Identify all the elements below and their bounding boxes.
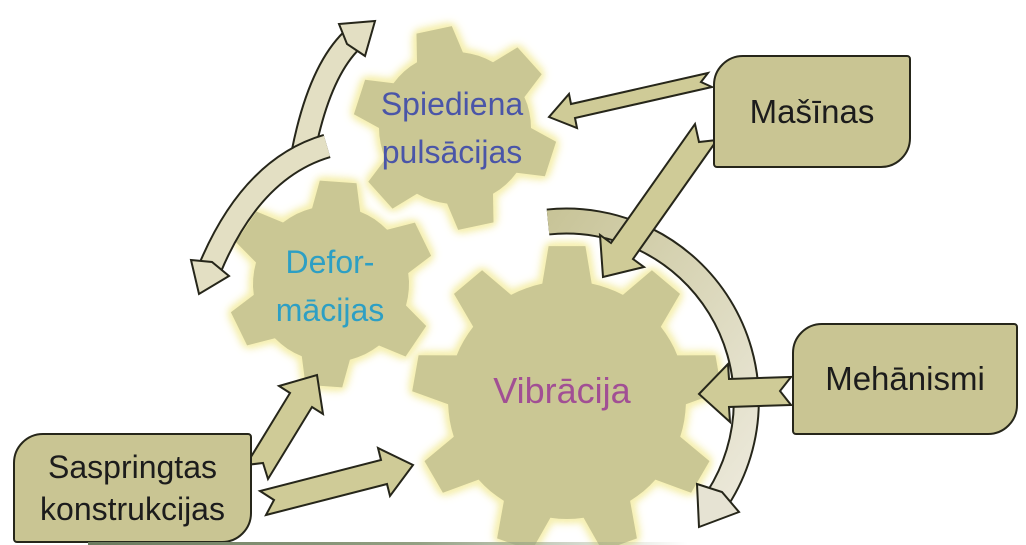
rotation-arrow-vibration bbox=[548, 221, 746, 529]
box-mechanisms-label: Mehānismi bbox=[825, 360, 985, 398]
footer-accent-line bbox=[88, 542, 688, 545]
gear-pressure-label: Spiediena pulsācijas bbox=[337, 80, 567, 176]
gear-pressure-pulsations bbox=[353, 26, 557, 230]
rotation-arrow-down bbox=[189, 146, 327, 296]
arrow-machines-to-vibration bbox=[598, 121, 720, 279]
box-structures-label-line2: konstrukcijas bbox=[40, 491, 225, 527]
gear-pressure-label-line1: Spiediena bbox=[380, 86, 524, 122]
box-machines: Mašīnas bbox=[713, 55, 911, 168]
rotation-arrow-up bbox=[303, 19, 377, 153]
box-machines-label: Mašīnas bbox=[749, 92, 875, 130]
arrow-structures-to-deformations bbox=[244, 373, 325, 482]
gear-vibration-label-text: Vibrācija bbox=[493, 370, 631, 411]
arrow-machines-to-pressure bbox=[547, 71, 716, 130]
gear-pressure-label-line2: pulsācijas bbox=[381, 134, 523, 170]
gear-deformations bbox=[230, 180, 432, 388]
gear-vibration-label: Vibrācija bbox=[437, 364, 687, 418]
arrow-mechanisms-to-vibration bbox=[697, 361, 794, 425]
gear-deformations-label-line1: Defor- bbox=[285, 244, 375, 280]
gear-deformations-label: Defor- mācijas bbox=[230, 238, 430, 334]
gear-vibration bbox=[412, 246, 722, 545]
gear-deformations-label-line2: mācijas bbox=[275, 292, 385, 328]
arrow-structures-to-vibration bbox=[257, 446, 415, 517]
box-structures-label-line1: Saspringtas bbox=[48, 448, 217, 485]
box-tensioned-structures: Saspringtas konstrukcijas bbox=[13, 433, 252, 543]
box-mechanisms: Mehānismi bbox=[792, 323, 1018, 435]
